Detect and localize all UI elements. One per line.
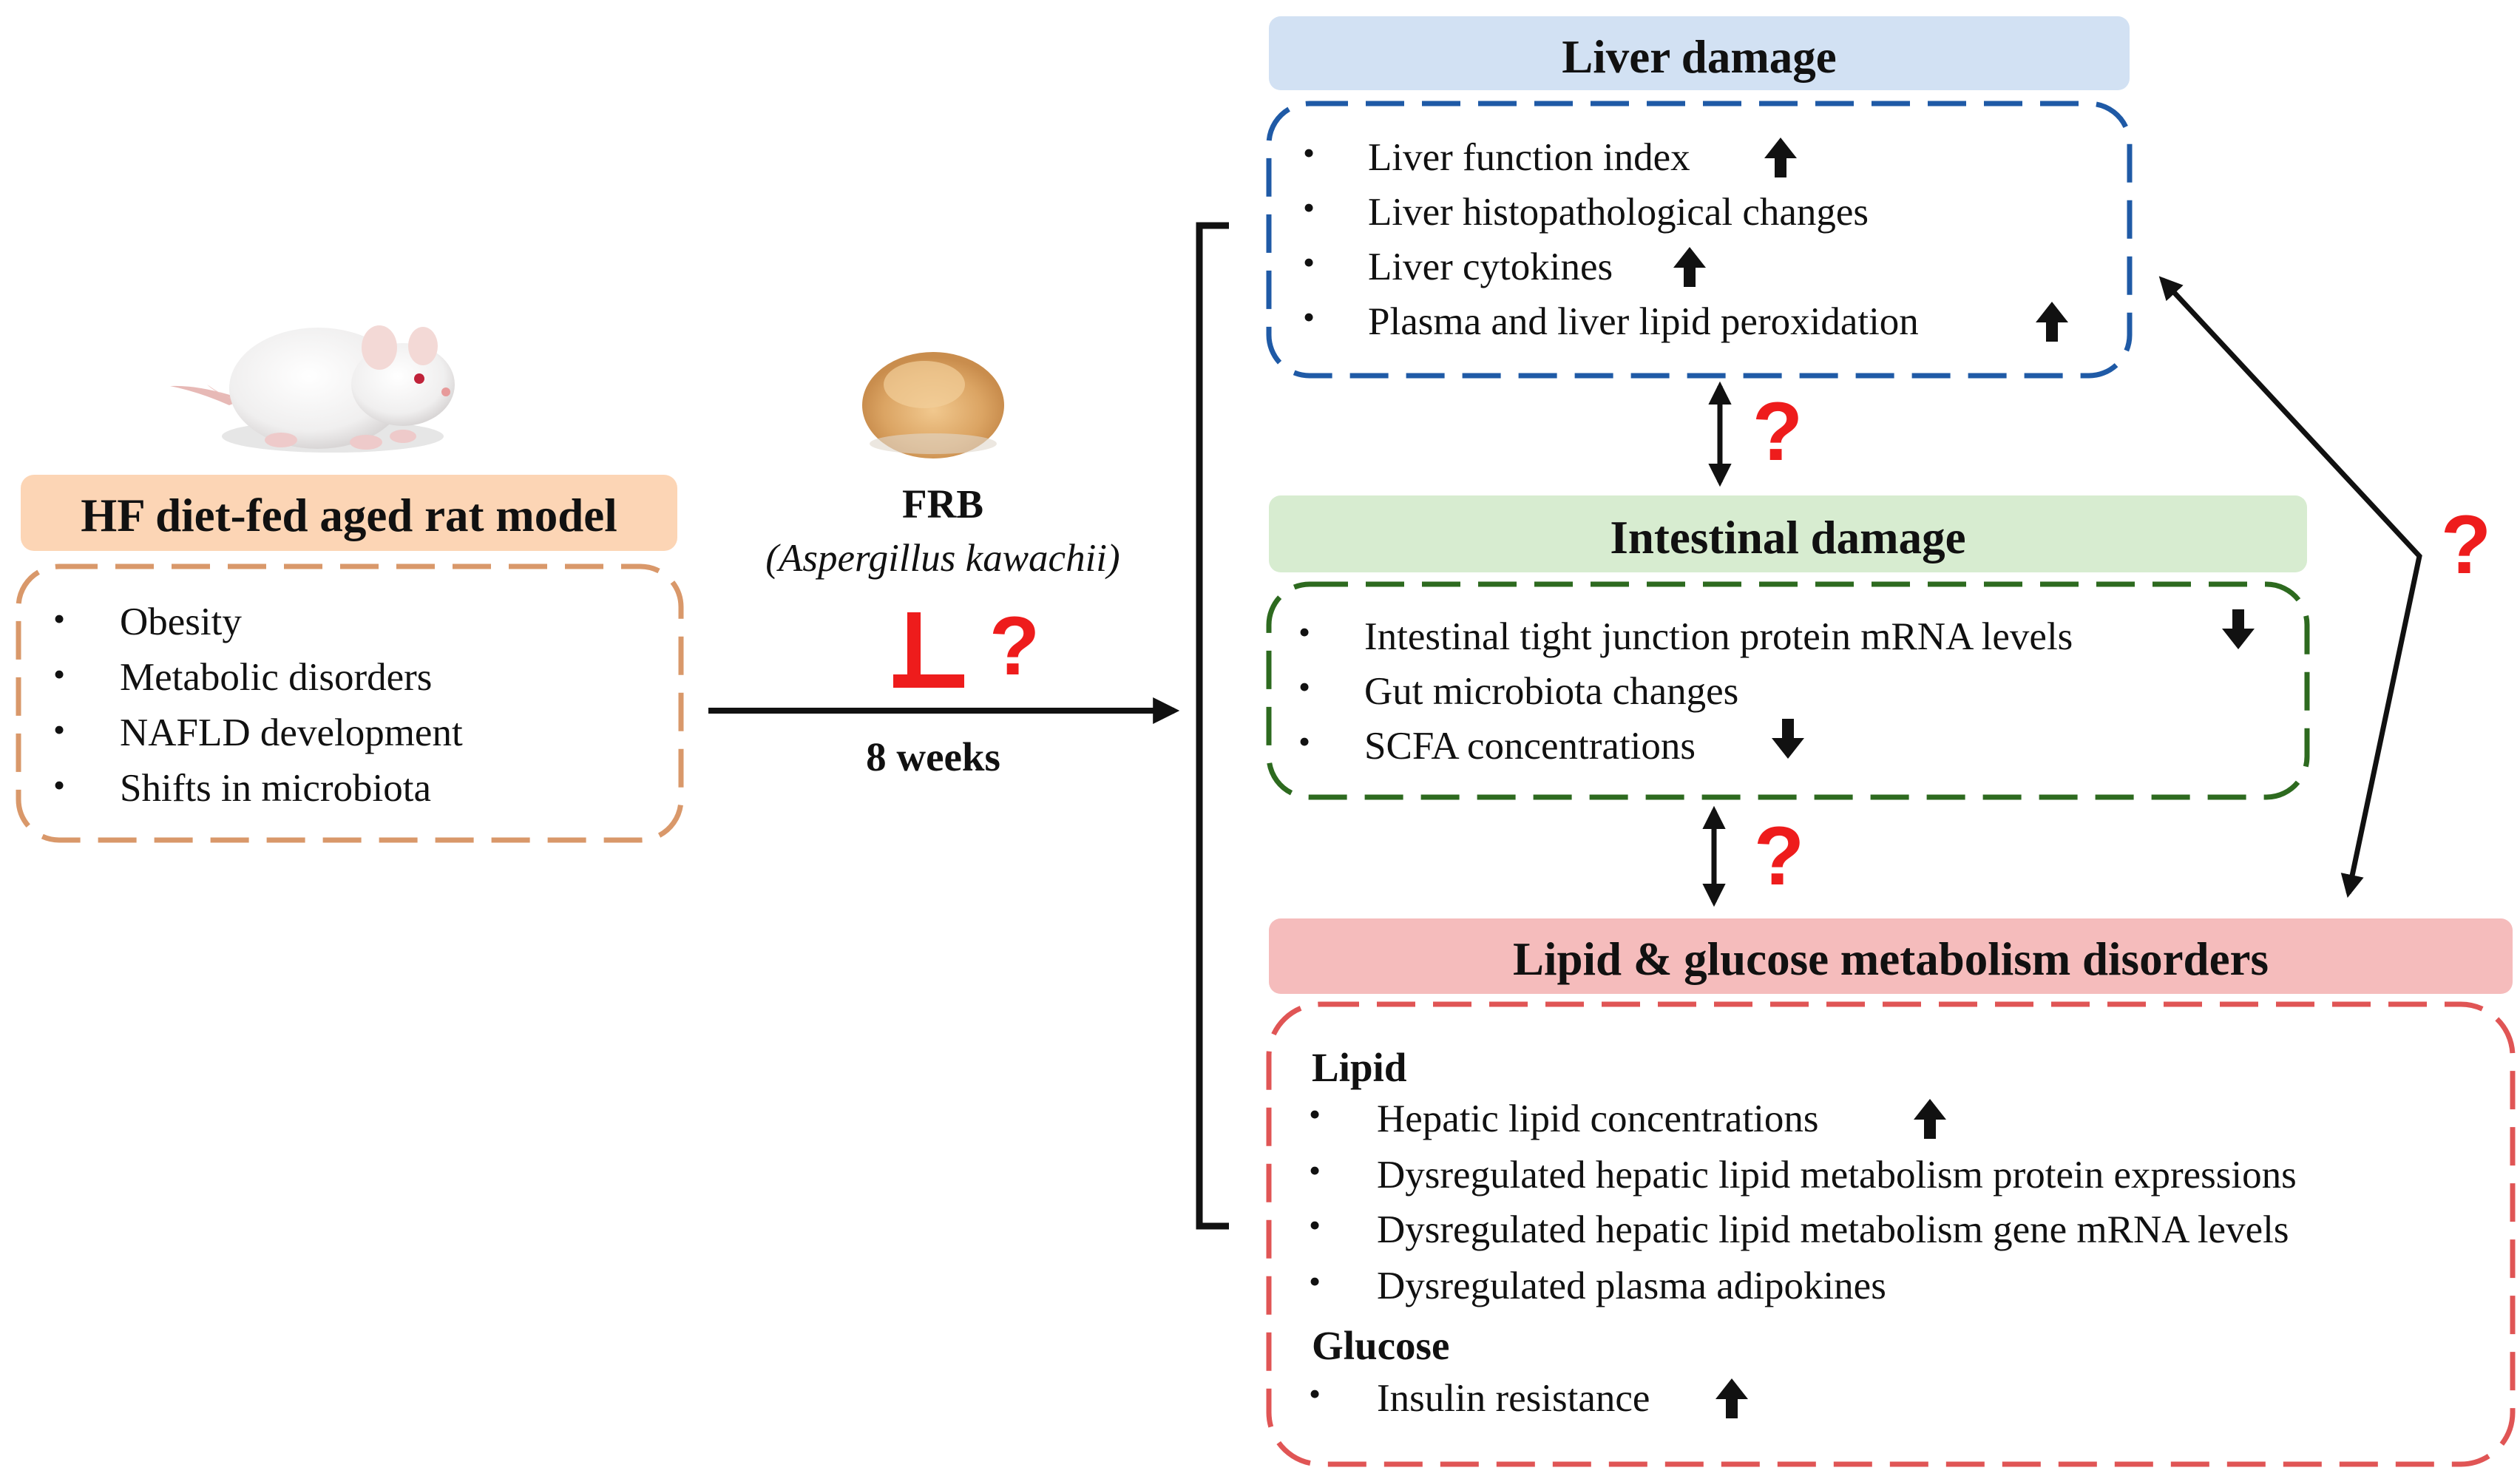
inhibit-icon bbox=[893, 612, 964, 688]
list-item: Dysregulated hepatic lipid metabolism ge… bbox=[1377, 1208, 2289, 1251]
model-title: HF diet-fed aged rat model bbox=[81, 490, 617, 541]
arrow-up-icon bbox=[1914, 1099, 1946, 1139]
liver-box bbox=[1266, 101, 2133, 379]
metabolism-title-bar bbox=[1269, 918, 2513, 994]
model-list: • Obesity • Metabolic disorders • NAFLD … bbox=[53, 600, 463, 810]
arrow-up-icon bbox=[1764, 138, 1797, 177]
svg-text:•: • bbox=[1298, 668, 1310, 705]
treatment-panel: FRB (Aspergillus kawachii) ? 8 weeks bbox=[708, 352, 1180, 779]
question-mark: ? bbox=[1754, 810, 1804, 902]
arrow-up-icon bbox=[1715, 1378, 1748, 1418]
liver-metabolism-arrow bbox=[2158, 276, 2422, 898]
svg-text:•: • bbox=[1303, 298, 1315, 336]
svg-text:•: • bbox=[1309, 1375, 1321, 1412]
liver-title-bar bbox=[1269, 16, 2130, 90]
svg-text:•: • bbox=[53, 711, 65, 748]
list-item: Metabolic disorders bbox=[120, 656, 432, 699]
svg-text:•: • bbox=[1309, 1095, 1321, 1133]
svg-text:•: • bbox=[1309, 1206, 1321, 1244]
list-item: NAFLD development bbox=[120, 711, 463, 754]
liver-panel: Liver damage • Liver function index • Li… bbox=[1266, 16, 2133, 379]
list-item: Obesity bbox=[120, 600, 242, 643]
intestinal-title-bar bbox=[1269, 495, 2307, 572]
liver-title: Liver damage bbox=[1562, 31, 1837, 83]
list-item: Insulin resistance bbox=[1377, 1377, 1650, 1420]
svg-text:•: • bbox=[1303, 189, 1315, 226]
svg-text:•: • bbox=[1303, 134, 1315, 172]
svg-text:•: • bbox=[1309, 1262, 1321, 1300]
intestinal-title: Intestinal damage bbox=[1610, 512, 1965, 563]
question-mark: ? bbox=[1752, 385, 1803, 478]
list-item: Dysregulated hepatic lipid metabolism pr… bbox=[1377, 1154, 2297, 1197]
question-mark: ? bbox=[989, 600, 1040, 692]
treatment-species: (Aspergillus kawachii) bbox=[765, 537, 1120, 580]
list-item: Hepatic lipid concentrations bbox=[1377, 1097, 1819, 1140]
intestinal-panel: Intestinal damage • Intestinal tight jun… bbox=[1266, 495, 2310, 800]
arrow-down-icon bbox=[2222, 609, 2255, 649]
glucose-heading: Glucose bbox=[1312, 1323, 1449, 1368]
svg-text:•: • bbox=[1303, 243, 1315, 281]
treatment-name: FRB bbox=[902, 481, 983, 527]
list-item: Liver function index bbox=[1368, 136, 1690, 179]
powder-icon bbox=[862, 352, 1004, 458]
arrow-up-icon bbox=[2036, 302, 2068, 342]
rat-icon bbox=[170, 325, 455, 453]
list-item: Shifts in microbiota bbox=[120, 767, 431, 810]
svg-text:•: • bbox=[53, 600, 65, 637]
question-mark: ? bbox=[2441, 498, 2491, 591]
metabolism-title: Lipid & glucose metabolism disorders bbox=[1513, 933, 2269, 985]
svg-text:•: • bbox=[53, 766, 65, 804]
lipid-heading: Lipid bbox=[1312, 1045, 1406, 1090]
svg-text:•: • bbox=[53, 655, 65, 693]
treatment-duration: 8 weeks bbox=[866, 734, 1000, 779]
outcome-bracket bbox=[1196, 222, 1229, 1230]
svg-text:•: • bbox=[1298, 722, 1310, 760]
list-item: Dysregulated plasma adipokines bbox=[1377, 1265, 1886, 1307]
list-item: Gut microbiota changes bbox=[1364, 670, 1738, 713]
list-item: Intestinal tight junction protein mRNA l… bbox=[1364, 615, 2073, 658]
svg-text:•: • bbox=[1298, 613, 1310, 651]
arrow-up-icon bbox=[1673, 247, 1706, 287]
arrow-down-icon bbox=[1772, 719, 1804, 759]
list-item: Liver cytokines bbox=[1368, 246, 1613, 288]
list-item: SCFA concentrations bbox=[1364, 725, 1696, 768]
metabolism-panel: Lipid & glucose metabolism disorders Lip… bbox=[1266, 918, 2516, 1467]
svg-text:•: • bbox=[1309, 1151, 1321, 1189]
list-item: Plasma and liver lipid peroxidation bbox=[1368, 300, 1919, 343]
model-title-bar bbox=[21, 475, 677, 551]
model-box bbox=[16, 563, 684, 843]
model-panel: HF diet-fed aged rat model • Obesity • M… bbox=[16, 475, 684, 843]
list-item: Liver histopathological changes bbox=[1368, 191, 1869, 234]
metabolism-box bbox=[1266, 1001, 2516, 1467]
